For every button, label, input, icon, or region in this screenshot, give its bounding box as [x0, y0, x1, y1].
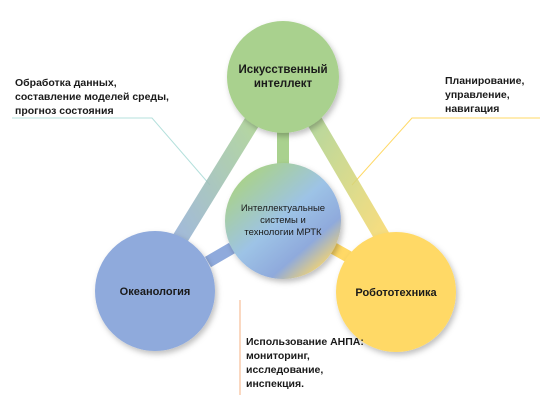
connector-ai-robotics: [305, 112, 397, 255]
node-oceanology-label: Океанология: [119, 286, 191, 298]
callout-leader-top-left: [12, 117, 211, 186]
callout-leader-top-right: [351, 117, 540, 186]
callout-bottom: Использование АНПА: мониторинг, исследов…: [246, 336, 364, 390]
node-ai-label: Искусственный интеллект: [238, 64, 328, 90]
node-oceanology-circle: [95, 231, 215, 351]
node-center-label: Интеллектуальные системы и технологии МР…: [240, 203, 326, 238]
spoke-center-oceanology: [204, 242, 236, 268]
node-robotics-circle: [336, 232, 456, 352]
node-center-circle: [225, 163, 341, 279]
callout-top-left: Обработка данных, составление моделей ср…: [15, 77, 169, 117]
node-robotics-label: Робототехника: [355, 287, 437, 299]
connector-ai-oceanology: [163, 112, 262, 260]
callout-top-right: Планирование, управление, навигация: [445, 75, 525, 115]
node-ai-circle: [227, 21, 339, 133]
